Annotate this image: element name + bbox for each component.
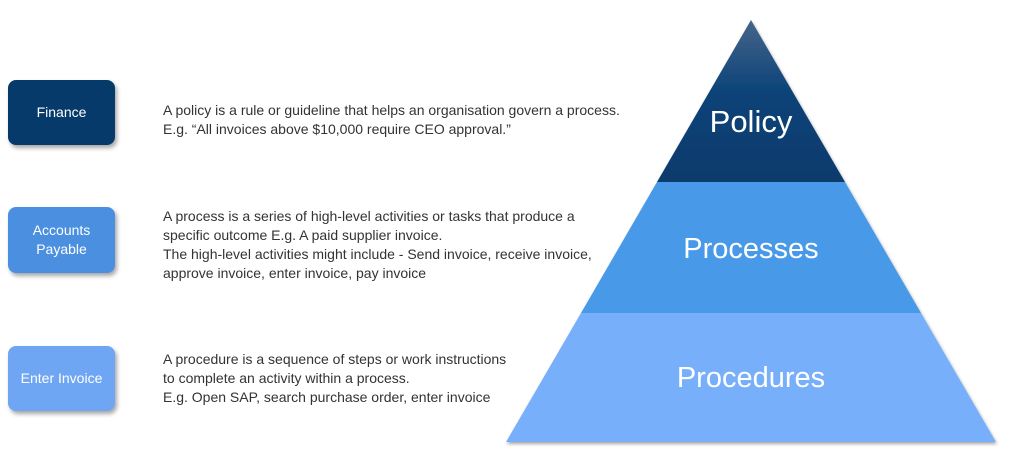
procedure-description: A procedure is a sequence of steps or wo… [163, 351, 507, 405]
policy-description: A policy is a rule or guideline that hel… [163, 102, 620, 137]
accounts-payable-box-label: Accounts Payable [32, 222, 91, 257]
pyramid-label-processes: Processes [683, 233, 818, 265]
finance-box-label: Finance [36, 104, 87, 120]
pyramid-label-procedures: Procedures [677, 362, 825, 394]
pyramid-label-policy: Policy [710, 104, 793, 139]
process-description: A process is a series of high-level acti… [163, 208, 592, 281]
pyramid-layer-procedures [506, 313, 996, 442]
pyramid-layer-policy [657, 20, 845, 182]
pyramid-layer-processes [581, 182, 921, 313]
enter-invoice-box: Enter Invoice [8, 346, 115, 411]
accounts-payable-box: Accounts Payable [8, 207, 115, 273]
enter-invoice-box-label: Enter Invoice [20, 370, 103, 386]
finance-box: Finance [8, 80, 115, 145]
